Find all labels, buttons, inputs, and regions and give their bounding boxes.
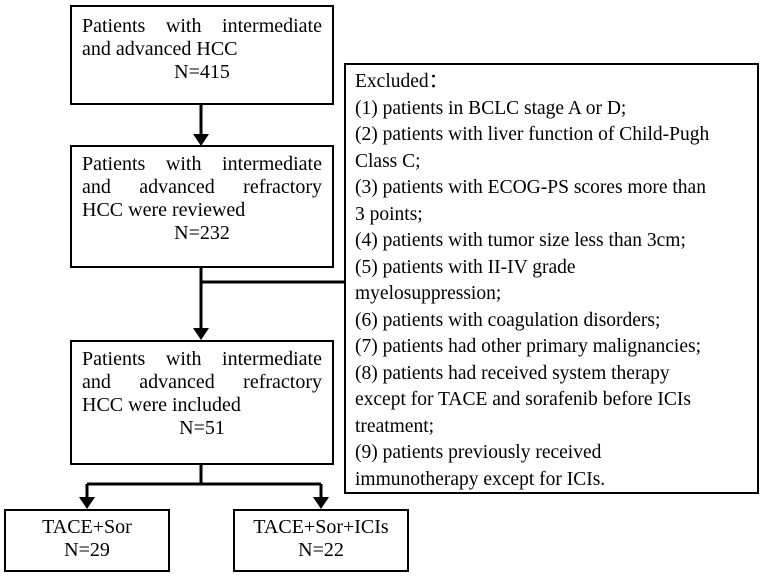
exclusion-line-4: (3) patients with ECOG-PS scores more th…	[355, 177, 706, 198]
arrowhead-1	[193, 134, 209, 146]
screened-count: N=415	[174, 61, 230, 83]
reviewed-count: N=232	[174, 222, 230, 244]
exclusion-line-14: (9) patients previously received	[355, 442, 602, 463]
screened-line-2: and advanced HCC	[82, 38, 238, 60]
reviewed-line-2: and advanced refractory	[82, 176, 322, 198]
exclusion-line-12: except for TACE and sorafenib before ICI…	[355, 389, 691, 410]
arrowhead-3	[79, 497, 95, 509]
exclusion-criteria-box: Excluded： (1) patients in BCLC stage A o…	[344, 63, 759, 494]
exclusion-line-1: (1) patients in BCLC stage A or D;	[355, 97, 627, 119]
reviewed-line-1: Patients with intermediate	[82, 153, 322, 175]
included-patients-box: Patients with intermediate and advanced …	[70, 340, 334, 465]
exclusion-line-6: (4) patients with tumor size less than 3…	[355, 230, 686, 251]
exclusion-line-15: immunotherapy except for ICIs.	[355, 468, 606, 490]
reviewed-line-3: HCC were reviewed	[82, 199, 246, 221]
arrowhead-2	[193, 328, 209, 340]
reviewed-patients-box: Patients with intermediate and advanced …	[70, 145, 334, 268]
tace-sor-label: TACE+Sor	[42, 516, 132, 538]
included-line-1: Patients with intermediate	[82, 348, 322, 370]
exclusion-line-5: 3 points;	[355, 203, 423, 225]
tace-sor-icis-group-box: TACE+Sor+ICIs N=22	[233, 509, 409, 572]
tace-sor-icis-label: TACE+Sor+ICIs	[253, 516, 389, 538]
exclusion-line-8: myelosuppression;	[355, 283, 502, 304]
tace-sor-icis-count: N=22	[298, 539, 344, 561]
arrowhead-4	[313, 497, 329, 509]
screened-patients-box: Patients with intermediate and advanced …	[70, 5, 334, 105]
exclusion-line-10: (7) patients had other primary malignanc…	[355, 336, 702, 357]
included-count: N=51	[179, 417, 225, 439]
exclusion-line-3: Class C;	[355, 150, 421, 172]
exclusion-line-9: (6) patients with coagulation disorders;	[355, 309, 661, 331]
included-line-3: HCC were included	[82, 394, 241, 416]
tace-sor-count: N=29	[64, 539, 110, 561]
exclusion-line-7: (5) patients with II-IV grade	[355, 256, 576, 278]
tace-sor-group-box: TACE+Sor N=29	[4, 509, 170, 572]
exclusion-line-2: (2) patients with liver function of Chil…	[355, 124, 710, 145]
excluded-title: Excluded：	[355, 71, 449, 92]
screened-line-1: Patients with intermediate	[82, 15, 322, 37]
exclusion-line-11: (8) patients had received system therapy	[355, 362, 670, 384]
exclusion-line-13: treatment;	[355, 415, 435, 437]
included-line-2: and advanced refractory	[82, 371, 322, 393]
